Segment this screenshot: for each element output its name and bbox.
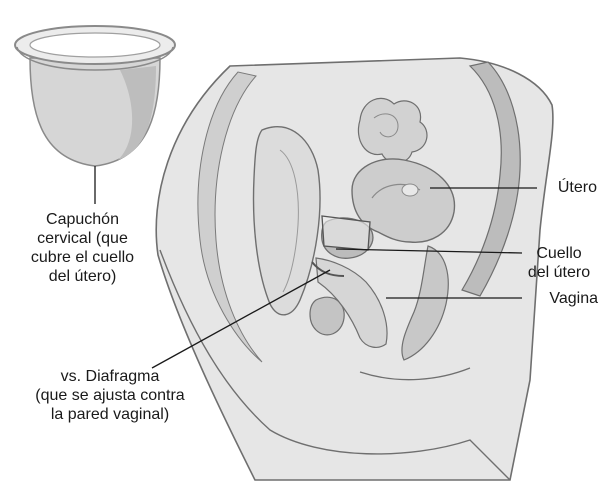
uterus-fundus-highlight: [402, 184, 418, 196]
body-cross-section: [156, 58, 553, 480]
cervical-cap-label: Capuchón cervical (que cubre el cuello d…: [15, 210, 150, 286]
cervical-cap-in-place: [322, 216, 370, 250]
diaphragm-label: vs. Diafragma (que se ajusta contra la p…: [10, 367, 210, 424]
cap-rim-inner: [30, 33, 160, 57]
vagina-label: Vagina: [520, 289, 598, 308]
cervical-cap-illustration: [15, 26, 175, 166]
cervix-label: Cuello del útero: [520, 244, 598, 282]
uterus-label: Útero: [537, 178, 597, 197]
pubic-bone: [310, 297, 344, 335]
